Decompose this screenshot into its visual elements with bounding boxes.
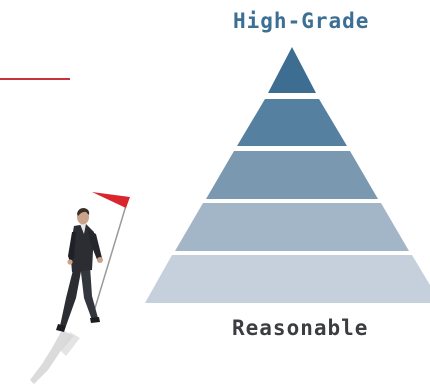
red-flag (92, 192, 130, 208)
pyramid-top-label: High-Grade (233, 9, 370, 33)
figure-shoe-front (90, 317, 100, 323)
figure-hair (77, 208, 90, 216)
figure-hand (97, 257, 103, 263)
pyramid-tier-4 (175, 203, 409, 251)
pyramid-bottom-label: Reasonable (232, 316, 369, 340)
pyramid (145, 47, 430, 303)
figure-shadow (30, 330, 74, 384)
figure-shoe-back (56, 324, 66, 332)
figure-leg-front (80, 264, 98, 320)
flag-pole (91, 198, 129, 319)
businessman-figure (30, 192, 130, 384)
pyramid-tier-1 (268, 47, 316, 93)
figure-arm (88, 230, 102, 262)
figure-back-arm (68, 232, 76, 262)
figure-jacket (70, 224, 94, 272)
figure-leg-back (60, 266, 82, 326)
pyramid-tier-3 (206, 151, 378, 199)
figure-collar (80, 224, 86, 234)
figure-shadow-leg (60, 332, 80, 356)
accent-divider-line (0, 78, 70, 80)
pyramid-tier-5 (145, 255, 430, 303)
pyramid-tier-2 (237, 99, 347, 146)
figure-back-hand (67, 259, 73, 265)
